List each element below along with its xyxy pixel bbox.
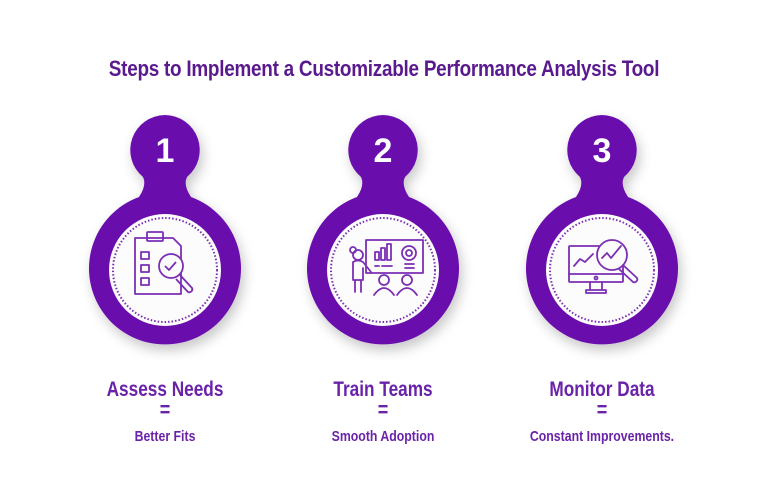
page-title: Steps to Implement a Customizable Perfor… [108, 56, 660, 81]
step-result: Constant Improvements. [529, 428, 675, 445]
step-heading: Train Teams [333, 378, 433, 401]
step-number: 3 [593, 132, 612, 170]
equals-sign: = [159, 397, 171, 422]
equals-sign: = [596, 397, 608, 422]
step-heading: Monitor Data [549, 378, 655, 401]
clipboard-magnifier-icon [134, 231, 194, 295]
step-2-badge: 2 [307, 115, 459, 345]
step-result: Smooth Adoption [331, 428, 435, 445]
step-2: 2 Train Teams = Smooth Adoption [283, 0, 483, 499]
step-heading: Assess Needs [106, 378, 224, 401]
step-1-badge: 1 [88, 115, 242, 345]
step-3: 3 Monitor Data = Constant Improvements. [502, 0, 702, 499]
monitor-analytics-icon [568, 239, 639, 294]
step-result: Better Fits [134, 428, 196, 445]
equals-sign: = [377, 397, 389, 422]
step-number: 1 [156, 132, 175, 170]
presentation-training-icon [349, 239, 424, 296]
step-3-badge: 3 [526, 115, 678, 345]
step-number: 2 [374, 132, 393, 170]
step-1: 1 Assess Needs = Better Fits [65, 0, 265, 499]
